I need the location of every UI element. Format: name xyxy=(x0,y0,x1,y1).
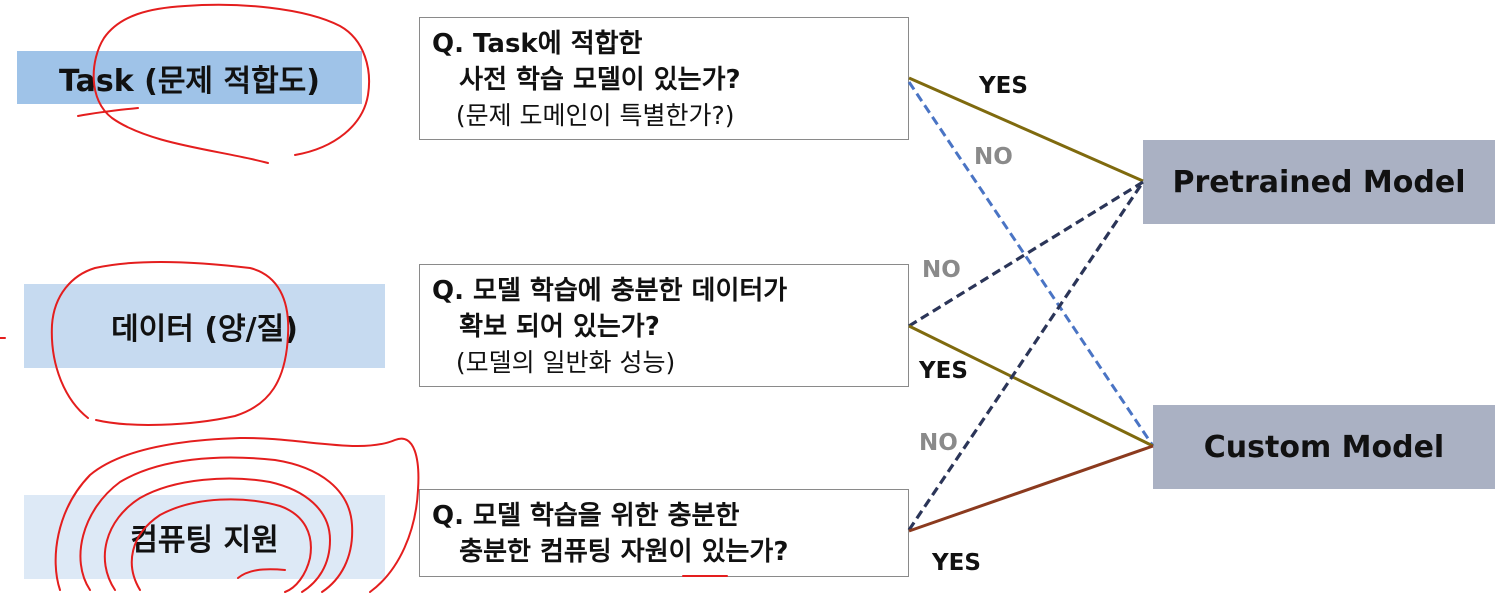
factor-compute: 컴퓨팅 지원 xyxy=(24,495,385,579)
q2-no-label: NO xyxy=(922,257,961,283)
question-box-compute: Q. 모델 학습을 위한 충분한 충분한 컴퓨팅 자원이 있는가? xyxy=(419,489,909,577)
q1-no-label: NO xyxy=(974,144,1013,170)
question-data-line2: 확보 되어 있는가? xyxy=(432,312,660,342)
question-task-note: (문제 도메인이 특별한가?) xyxy=(432,101,735,130)
q2-no-edge xyxy=(908,180,1144,328)
question-task-line2: 사전 학습 모델이 있는가? xyxy=(432,65,741,95)
pretrained-model-label: Pretrained Model xyxy=(1172,164,1466,200)
q2-yes-edge xyxy=(908,324,1154,448)
question-task-line1: Q. Task에 적합한 xyxy=(432,29,643,59)
question-data-line1: Q. 모델 학습에 충분한 데이터가 xyxy=(432,276,788,306)
q1-yes-label: YES xyxy=(979,73,1028,99)
factor-compute-label: 컴퓨팅 지원 xyxy=(130,523,279,558)
question-compute-line1: Q. 모델 학습을 위한 충분한 xyxy=(432,501,740,531)
factor-data: 데이터 (양/질) xyxy=(24,284,385,368)
question-compute-line2: 충분한 컴퓨팅 자원이 있는가? xyxy=(432,537,789,567)
custom-model-box: Custom Model xyxy=(1153,405,1495,489)
question-data-note: (모델의 일반화 성능) xyxy=(432,348,676,377)
question-box-data: Q. 모델 학습에 충분한 데이터가 확보 되어 있는가? (모델의 일반화 성… xyxy=(419,264,909,387)
q3-yes-label: YES xyxy=(932,550,981,576)
factor-task: Task (문제 적합도) xyxy=(17,51,362,104)
q2-yes-label: YES xyxy=(919,358,968,384)
question-box-task: Q. Task에 적합한 사전 학습 모델이 있는가? (문제 도메인이 특별한… xyxy=(419,17,909,140)
q3-yes-edge xyxy=(908,444,1154,533)
q3-no-label: NO xyxy=(919,430,958,456)
custom-model-label: Custom Model xyxy=(1203,429,1445,465)
q3-no-edge xyxy=(907,181,1145,531)
task-scribble-tail xyxy=(77,107,139,117)
factor-data-label: 데이터 (양/질) xyxy=(111,312,298,347)
factor-task-label: Task (문제 적합도) xyxy=(59,63,320,99)
pretrained-model-box: Pretrained Model xyxy=(1143,140,1495,224)
